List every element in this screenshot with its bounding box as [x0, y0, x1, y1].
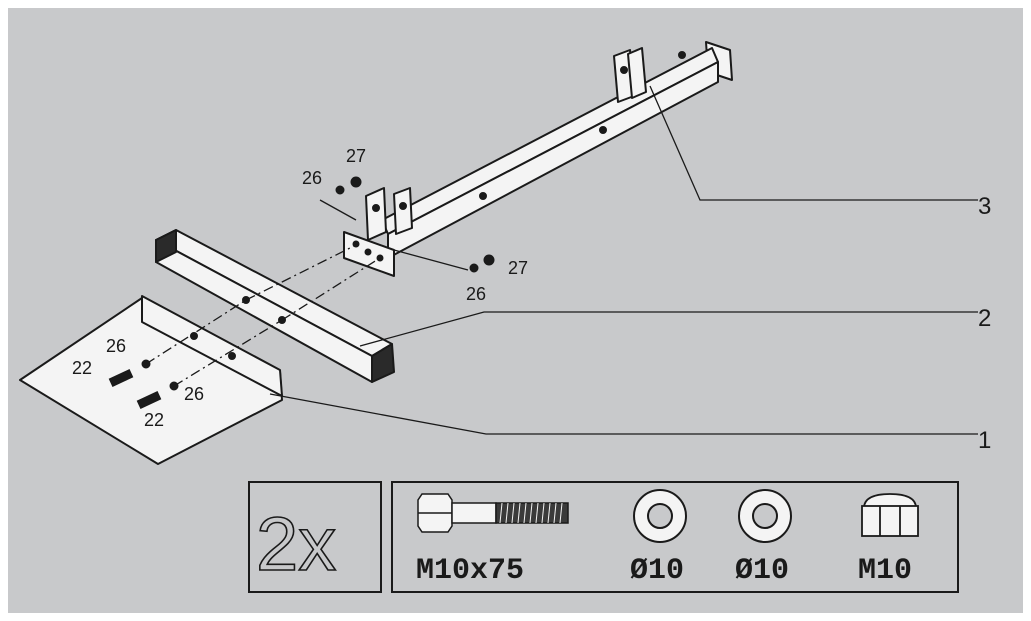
callout-washer: 26 — [106, 336, 126, 356]
callout-nut: 27 — [508, 258, 528, 278]
part-3-frame — [343, 41, 733, 277]
washer-icon — [738, 489, 792, 543]
washer-label: Ø10 — [735, 554, 789, 588]
callout-washer: 26 — [184, 384, 204, 404]
callout-bolt: 22 — [72, 358, 92, 378]
callout-washer: 26 — [302, 168, 322, 188]
nut-icon — [861, 493, 919, 537]
hardware-box — [391, 481, 959, 593]
callout-part-2: 2 — [978, 305, 991, 332]
callout-washer: 26 — [466, 284, 486, 304]
bolt-label: M10x75 — [416, 554, 524, 588]
callout-bolt: 22 — [144, 410, 164, 430]
quantity-label: 2x — [256, 502, 336, 587]
hardware-legend: 2x M10x75 Ø10 — [248, 481, 959, 593]
callout-part-3: 3 — [978, 193, 991, 220]
bolt-icon — [417, 493, 569, 533]
callout-part-1: 1 — [978, 427, 991, 454]
washer-label: Ø10 — [630, 554, 684, 588]
nut-label: M10 — [858, 554, 912, 588]
part-2-tube — [155, 229, 395, 383]
part-1-plate — [19, 295, 283, 465]
quantity-box — [248, 481, 382, 593]
washer-icon — [633, 489, 687, 543]
leader-lines — [269, 85, 978, 435]
alignment-lines — [145, 243, 381, 387]
callout-nut: 27 — [346, 146, 366, 166]
